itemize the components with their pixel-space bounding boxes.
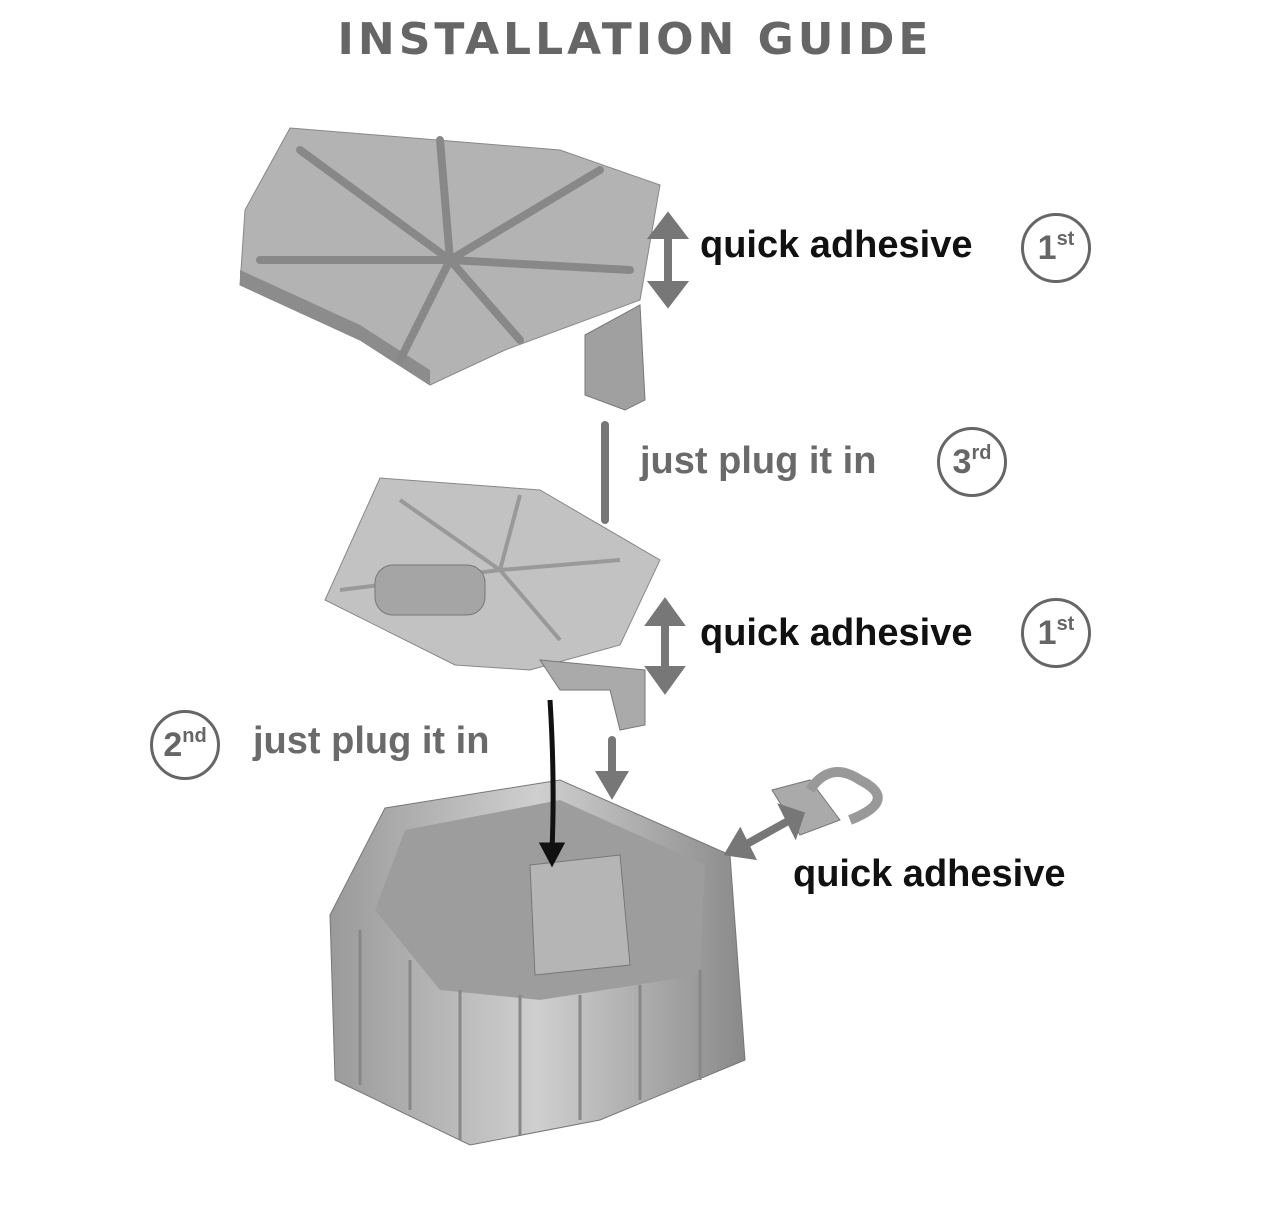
plate-connector [539,659,646,731]
double-arrow-icon [644,597,686,695]
down-arrow-icon [595,736,629,800]
hexagonal-box [329,779,746,1146]
step-label: just plug it in [253,720,490,762]
order-suffix: st [1056,612,1075,635]
order-suffix: nd [182,724,207,747]
middle-plate [324,477,661,731]
order-suffix: st [1056,227,1075,250]
order-number: 1 [1037,613,1057,652]
order-number: 3 [952,442,972,481]
double-arrow-icon [646,211,690,309]
black-arrow-icon [538,699,566,868]
order-number: 2 [163,725,183,764]
double-arrow-icon [723,803,806,861]
step-label: quick adhesive [700,224,973,266]
plate-clip [374,564,486,616]
step-label: quick adhesive [793,853,1066,895]
lid-hinge-bracket [584,304,646,411]
order-number: 1 [1037,228,1057,267]
step-label: just plug it in [640,440,877,482]
box-plug-tab [529,854,631,976]
snowflake-lid [239,127,661,411]
page-title: INSTALLATION GUIDE [337,14,933,65]
step-label: quick adhesive [700,612,973,654]
order-suffix: rd [971,441,992,464]
